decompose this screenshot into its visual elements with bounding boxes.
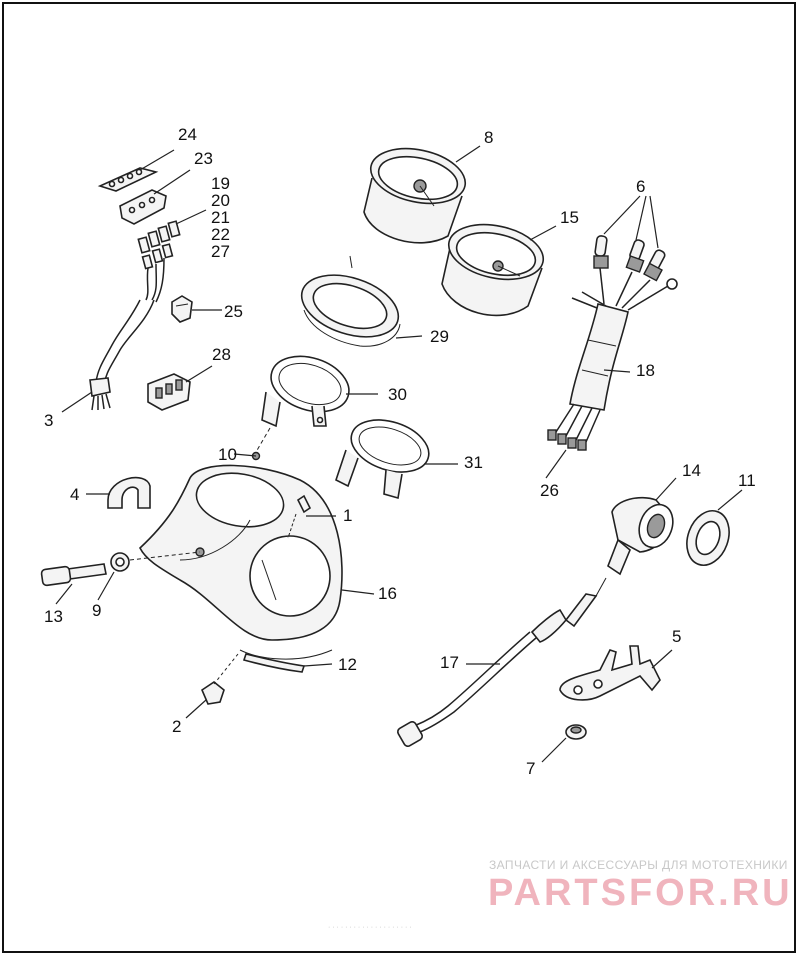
part-29-gauge-bezel	[300, 255, 401, 347]
part-24-terminal-cover	[97, 167, 159, 192]
watermark-tagline: ЗАПЧАСТИ И АКСЕССУАРЫ ДЛЯ МОТОТЕХНИКИ	[489, 858, 788, 872]
part-23-connector-housing	[119, 189, 167, 225]
callout-14: 14	[682, 461, 701, 480]
part-7-nut	[565, 724, 587, 740]
callout-30: 30	[388, 385, 407, 404]
part-5-mounting-bracket	[559, 645, 661, 701]
part-28-connector	[147, 373, 191, 411]
callout-11: 11	[738, 471, 756, 490]
callout-17: 17	[440, 653, 459, 672]
callout-1: 1	[343, 506, 352, 525]
callout-28: 28	[212, 345, 231, 364]
part-9-nut	[110, 551, 201, 572]
part-10-screw	[251, 427, 271, 461]
part-13-pin	[40, 563, 107, 587]
part-6-indicator-bulbs	[593, 235, 666, 282]
part-31-gauge-bracket	[335, 419, 430, 500]
part-8-speedometer	[363, 147, 467, 244]
callout-4: 4	[70, 485, 79, 504]
part-15-tachometer	[441, 223, 545, 317]
callout-27: 27	[211, 242, 230, 261]
callout-18: 18	[636, 361, 655, 380]
callout-25: 25	[224, 302, 243, 321]
part-1-screw	[287, 494, 312, 539]
part-12-trim-strip	[242, 653, 306, 673]
part-17-speedometer-cable	[397, 577, 607, 747]
callout-6: 6	[636, 177, 645, 196]
callout-7: 7	[526, 759, 535, 778]
callout-19: 19	[211, 174, 230, 193]
part-3-instrument-harness	[89, 257, 165, 411]
callout-12: 12	[338, 655, 357, 674]
callout-2: 2	[172, 717, 181, 736]
callout-22: 22	[211, 225, 230, 244]
part-18-main-harness	[569, 267, 678, 411]
part-14-speedometer-drive	[607, 496, 674, 576]
callout-13: 13	[44, 607, 63, 626]
callout-15: 15	[560, 208, 579, 227]
watermark-logo-text: PARTSFOR.RU	[488, 872, 793, 914]
callout-16: 16	[378, 584, 397, 603]
part-26-wire-terminals	[547, 403, 601, 451]
part-30-gauge-bracket	[261, 355, 350, 428]
leader-lines	[55, 145, 743, 763]
part-19-terminal-pins	[137, 220, 181, 270]
callout-10: 10	[218, 445, 237, 464]
callout-20: 20	[211, 191, 230, 210]
part-4-cable-clip	[107, 476, 151, 509]
part-16-console-housing	[139, 464, 343, 660]
callout-31: 31	[464, 453, 483, 472]
callout-26: 26	[540, 481, 559, 500]
callout-5: 5	[672, 627, 681, 646]
callout-labels: 24 23 19 20 21 22 27 25 28 3 8 15 6 18 2…	[44, 125, 756, 778]
part-2-clip	[201, 653, 239, 705]
callout-21: 21	[211, 208, 230, 227]
part-11-washer	[686, 510, 730, 566]
callout-3: 3	[44, 411, 53, 430]
callout-29: 29	[430, 327, 449, 346]
callout-24: 24	[178, 125, 197, 144]
footer-faint-text: · · · · · · · · · · · · · · · · · · · ·	[328, 924, 412, 931]
callout-8: 8	[484, 128, 493, 147]
part-25-clip	[171, 295, 193, 323]
callout-9: 9	[92, 601, 101, 620]
callout-23: 23	[194, 149, 213, 168]
